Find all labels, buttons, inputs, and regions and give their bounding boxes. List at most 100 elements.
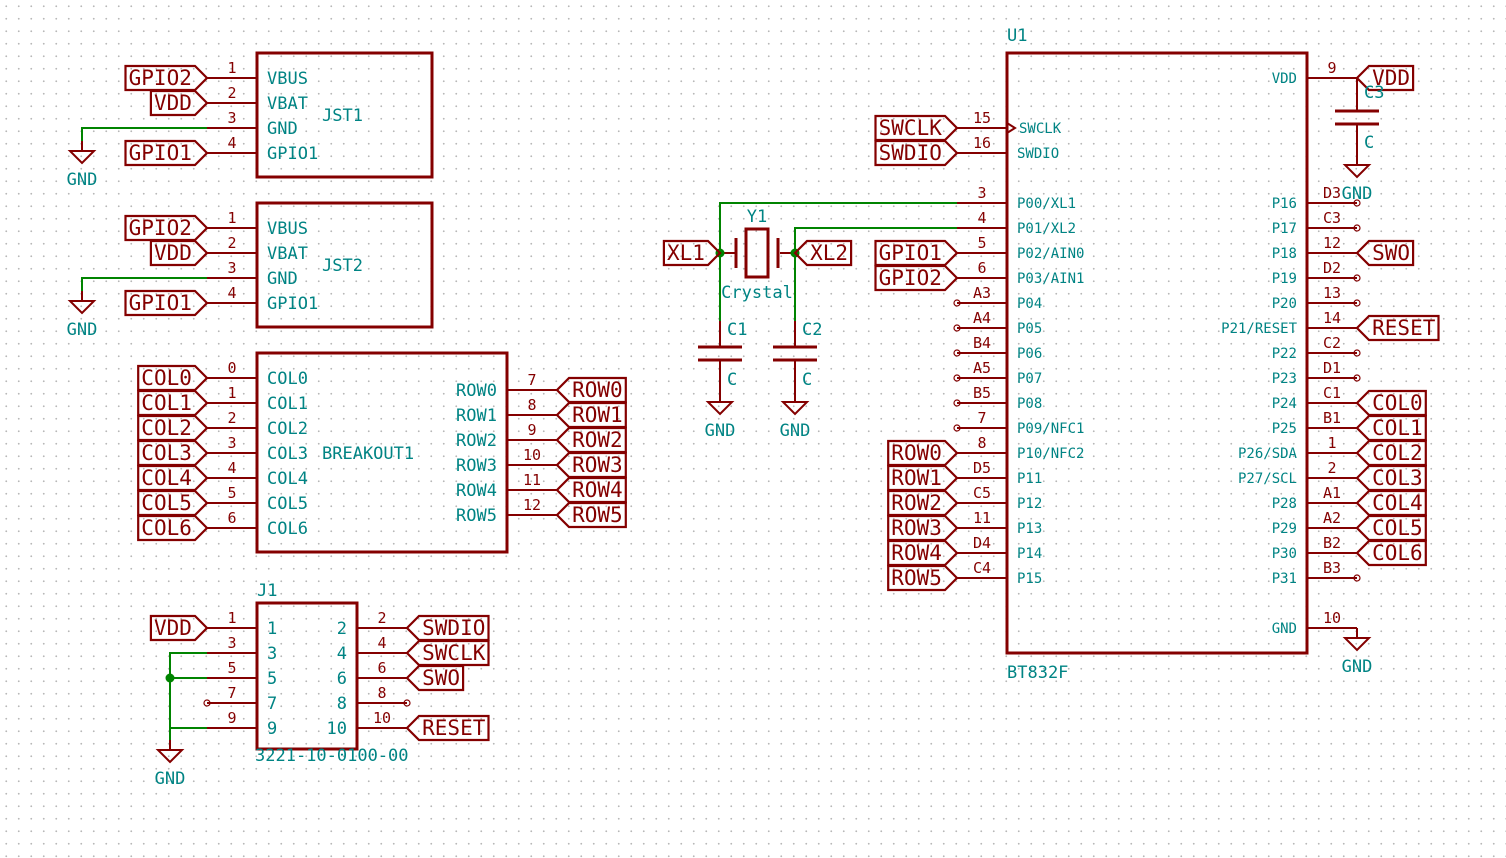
global-label[interactable]: GPIO1: [124, 289, 209, 317]
global-label[interactable]: SWO: [405, 664, 465, 692]
pin-number: 3: [977, 184, 986, 202]
pin-number: 4: [977, 209, 986, 227]
global-label[interactable]: GPIO1: [124, 139, 209, 167]
global-label[interactable]: SWCLK: [405, 639, 490, 667]
gnd-symbol-icon: [155, 749, 185, 764]
pin-number: 4: [227, 134, 236, 152]
global-label[interactable]: COL1: [137, 389, 209, 417]
global-label-shape: [874, 239, 959, 267]
global-label[interactable]: COL5: [1355, 514, 1427, 542]
global-label[interactable]: COL6: [137, 514, 209, 542]
global-label-text: COL6: [141, 516, 192, 540]
global-label-shape: [1355, 489, 1427, 517]
global-label[interactable]: COL5: [137, 489, 209, 517]
pin-name: P31: [1272, 571, 1297, 587]
global-label[interactable]: GPIO2: [124, 64, 209, 92]
pin-number: 6: [377, 659, 386, 677]
pin-number: 10: [523, 446, 541, 464]
global-label[interactable]: COL0: [1355, 389, 1427, 417]
global-label[interactable]: XL1: [662, 239, 722, 267]
pin-number: 3: [227, 634, 236, 652]
pin-name: VBAT: [267, 244, 308, 264]
pin-number: 5: [227, 484, 236, 502]
global-label-text: SWO: [422, 666, 460, 690]
global-label-text: ROW1: [572, 403, 623, 427]
pin-number: 5: [977, 234, 986, 252]
global-label[interactable]: GPIO1: [874, 239, 959, 267]
u1-body: [1005, 51, 1309, 655]
global-label[interactable]: ROW5: [887, 564, 959, 592]
global-label[interactable]: SWCLK: [874, 114, 959, 142]
global-label-text: COL4: [1372, 491, 1423, 515]
global-label-shape: [887, 439, 959, 467]
global-label[interactable]: COL4: [1355, 489, 1427, 517]
c1-reference: C1: [727, 320, 747, 340]
global-label[interactable]: RESET: [1355, 314, 1440, 342]
global-label[interactable]: ROW0: [887, 439, 959, 467]
global-label-shape: [137, 489, 209, 517]
global-label[interactable]: COL4: [137, 464, 209, 492]
global-label-text: RESET: [422, 716, 486, 740]
global-label-text: ROW2: [572, 428, 623, 452]
pin-name: P09/NFC1: [1017, 421, 1084, 437]
u1-bt832f[interactable]: U1BT832F15SWCLKSWCLK16SWDIOSWDIO3P00/XL1…: [874, 26, 1440, 683]
no-connect-icon: [953, 349, 961, 357]
global-label[interactable]: ROW1: [555, 401, 627, 429]
global-label[interactable]: RESET: [405, 714, 490, 742]
global-label[interactable]: COL2: [1355, 439, 1427, 467]
global-label[interactable]: VDD: [149, 89, 209, 117]
pin-number: 15: [973, 109, 991, 127]
pin-name: P16: [1272, 196, 1297, 212]
global-label-text: GPIO2: [129, 66, 192, 90]
global-label[interactable]: COL3: [1355, 464, 1427, 492]
global-label[interactable]: ROW2: [887, 489, 959, 517]
pin-number: D1: [1323, 359, 1341, 377]
global-label[interactable]: ROW5: [555, 501, 627, 529]
breakout-connector[interactable]: 0COL0COL01COL1COL12COL2COL23COL3COL34COL…: [137, 351, 627, 554]
global-label[interactable]: VDD: [149, 614, 209, 642]
global-label[interactable]: COL6: [1355, 539, 1427, 567]
global-label[interactable]: GPIO2: [874, 264, 959, 292]
gnd-symbol-icon: [67, 300, 97, 315]
global-label[interactable]: SWDIO: [405, 614, 490, 642]
global-label-text: COL5: [1372, 516, 1423, 540]
global-label[interactable]: ROW0: [555, 376, 627, 404]
crystal-icon: [744, 227, 770, 279]
c3-reference: C3: [1364, 83, 1384, 103]
pin-number: D4: [973, 534, 991, 552]
global-label[interactable]: XL2: [793, 239, 853, 267]
pin-number: 2: [377, 609, 386, 627]
global-label-text: ROW5: [891, 566, 942, 590]
global-label[interactable]: ROW4: [887, 539, 959, 567]
pin-number: B5: [973, 384, 991, 402]
global-label[interactable]: ROW4: [555, 476, 627, 504]
no-connect-icon: [953, 399, 961, 407]
global-label[interactable]: COL1: [1355, 414, 1427, 442]
pin-number: 8: [377, 684, 386, 702]
global-label[interactable]: COL3: [137, 439, 209, 467]
pin-number: 2: [1327, 459, 1336, 477]
global-label[interactable]: GPIO2: [124, 214, 209, 242]
pin-name: VBAT: [267, 94, 308, 114]
global-label[interactable]: VDD: [149, 239, 209, 267]
pin-name: GND: [267, 119, 298, 139]
global-label[interactable]: VDD: [1355, 64, 1415, 92]
global-label[interactable]: ROW2: [555, 426, 627, 454]
pin-name: P17: [1272, 221, 1297, 237]
global-label[interactable]: SWDIO: [874, 139, 959, 167]
global-label[interactable]: SWO: [1355, 239, 1415, 267]
global-label[interactable]: COL2: [137, 414, 209, 442]
global-label[interactable]: COL0: [137, 364, 209, 392]
pin-number: A4: [973, 309, 991, 327]
pin-number: 9: [1327, 59, 1336, 77]
global-label[interactable]: ROW1: [887, 464, 959, 492]
global-label[interactable]: ROW3: [887, 514, 959, 542]
global-label[interactable]: ROW3: [555, 451, 627, 479]
pin-number: 8: [527, 396, 536, 414]
pin-name: P26/SDA: [1238, 446, 1298, 462]
